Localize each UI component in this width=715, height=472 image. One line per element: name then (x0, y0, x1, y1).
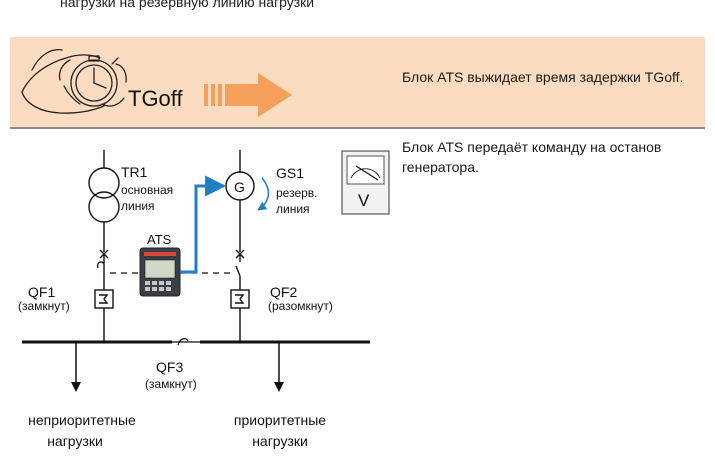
load-left-line1: неприоритетные (28, 412, 136, 428)
top-cut-text: нагрузки на резервную линию нагрузки (60, 0, 315, 10)
qf1-name: QF1 (28, 284, 55, 300)
gs1-generator-symbol (225, 150, 255, 252)
banner-step-text: Блок ATS выжидает время задержки TGoff. (402, 69, 684, 85)
qf3-name: QF3 (156, 359, 183, 375)
load-arrow-right-icon (274, 342, 284, 392)
qf1-state: (замкнут) (18, 299, 70, 313)
gs1-symbol: G (234, 179, 245, 195)
gs1-line1: резерв. (276, 186, 318, 200)
progress-arrow-icon (204, 73, 292, 117)
ats-device-icon (139, 247, 181, 297)
gs1-line2: линия (276, 202, 310, 216)
tr1-name: TR1 (121, 164, 148, 180)
qf1-breaker-symbol (94, 249, 114, 342)
load-right-line2: нагрузки (252, 433, 308, 449)
step2-text: Блок ATS передаёт команду на останов ген… (402, 139, 662, 175)
tr1-transformer-symbol (88, 150, 120, 252)
tr1-line1: основная (121, 183, 173, 197)
voltmeter-symbol: V (358, 191, 370, 210)
timer-label: TGoff (128, 86, 184, 111)
ats-name: ATS (147, 232, 172, 247)
stop-command-line (180, 175, 227, 274)
load-right-line1: приоритетные (234, 412, 326, 428)
voltmeter-icon (341, 150, 390, 215)
qf2-state: (разомкнут) (268, 299, 333, 313)
tr1-line2: линия (121, 199, 155, 213)
qf2-name: QF2 (270, 284, 297, 300)
gs1-name: GS1 (276, 165, 304, 181)
qf3-state: (замкнут) (145, 377, 197, 391)
load-left-line2: нагрузки (47, 433, 103, 449)
qf3-breaker-symbol (172, 338, 200, 346)
banner-divider (10, 127, 705, 129)
rotation-arrow-icon (257, 177, 270, 211)
load-arrow-left-icon (71, 342, 81, 392)
qf2-breaker-symbol (230, 249, 250, 342)
stopwatch-hand-icon (21, 48, 127, 114)
